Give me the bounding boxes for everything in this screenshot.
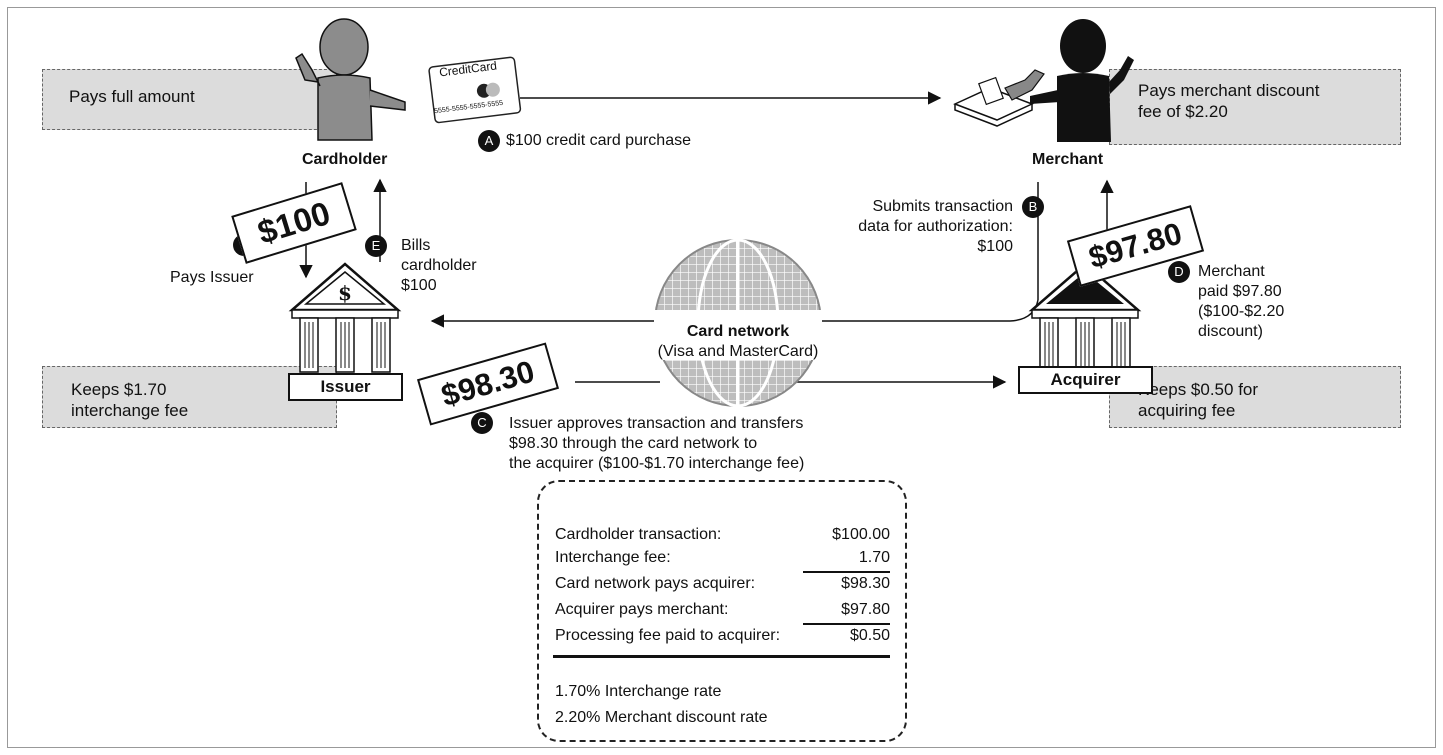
acquirer-label-box: Acquirer xyxy=(1018,366,1153,394)
merchant-fee-line2: fee of $2.20 xyxy=(1138,102,1228,121)
step-c-line2: $98.30 through the card network to xyxy=(509,435,758,452)
step-b-line1: Submits transaction xyxy=(872,198,1013,215)
summary-row-value: $100.00 xyxy=(832,526,890,543)
summary-rate-text: 2.20% Merchant discount rate xyxy=(555,709,768,726)
acquirer-bank-icon xyxy=(1028,262,1142,373)
diagram-frame xyxy=(7,7,1436,748)
summary-row-value: 1.70 xyxy=(858,549,890,566)
cardholder-pays-box: Pays full amount xyxy=(42,69,337,130)
summary-row: Interchange fee: 1.70 xyxy=(555,547,890,569)
step-c-line3: the acquirer ($100-$1.70 interchange fee… xyxy=(509,455,805,472)
step-e-badge: E xyxy=(365,235,387,257)
card-reader-icon xyxy=(953,69,1045,127)
step-d-text: Merchant paid $97.80 ($100-$2.20 discoun… xyxy=(1198,262,1284,342)
step-c-line1: Issuer approves transaction and transfer… xyxy=(509,415,804,432)
summary-row-label: Card network pays acquirer: xyxy=(555,575,756,592)
summary-row-label: Interchange fee: xyxy=(555,549,671,566)
acquirer-keeps-line1: Keeps $0.50 for xyxy=(1138,380,1259,399)
summary-rate-text: 1.70% Interchange rate xyxy=(555,683,722,700)
cardholder-pays-text: Pays full amount xyxy=(69,87,195,106)
issuer-bank-icon: $ xyxy=(288,262,402,373)
step-d-line4: discount) xyxy=(1198,323,1263,340)
step-d-line1: Merchant xyxy=(1198,263,1265,280)
summary-row: Processing fee paid to acquirer: $0.50 xyxy=(555,625,890,647)
summary-row-label: Processing fee paid to acquirer: xyxy=(555,627,781,644)
summary-row: Card network pays acquirer: $98.30 xyxy=(555,573,890,595)
acquirer-keeps-box: Keeps $0.50 for acquiring fee xyxy=(1109,366,1401,428)
globe-icon xyxy=(654,238,822,408)
step-b-line2: data for authorization: xyxy=(858,218,1013,235)
summary-row-value: $0.50 xyxy=(849,627,890,644)
merchant-fee-box: Pays merchant discount fee of $2.20 xyxy=(1109,69,1401,145)
summary-row-label: Acquirer pays merchant: xyxy=(555,601,729,618)
step-e-line3: $100 xyxy=(401,277,437,294)
step-c-badge: C xyxy=(471,412,493,434)
summary-row-value: $98.30 xyxy=(841,575,890,592)
merchant-fee-line1: Pays merchant discount xyxy=(1138,81,1320,100)
summary-rate-interchange: 1.70% Interchange rate xyxy=(555,681,890,703)
step-a-badge: A xyxy=(478,130,500,152)
issuer-keeps-box: Keeps $1.70 interchange fee xyxy=(42,366,337,428)
summary-divider xyxy=(553,655,890,658)
step-a-text: $100 credit card purchase xyxy=(506,132,691,149)
step-e-text: Bills cardholder $100 xyxy=(401,236,477,296)
step-f-text: Pays Issuer xyxy=(170,269,254,286)
step-b-text: Submits transaction data for authorizati… xyxy=(800,197,1013,257)
acquirer-label: Acquirer xyxy=(1050,370,1121,389)
issuer-label-box: Issuer xyxy=(288,373,403,401)
summary-subtotal-rule xyxy=(803,571,890,573)
acquirer-keeps-line2: acquiring fee xyxy=(1138,401,1236,420)
summary-row-value: $97.80 xyxy=(841,601,890,618)
summary-row: Cardholder transaction: $100.00 xyxy=(555,524,890,546)
issuer-keeps-line2: interchange fee xyxy=(71,401,189,420)
step-b-badge: B xyxy=(1022,196,1044,218)
step-d-badge: D xyxy=(1168,261,1190,283)
cardholder-figure-icon xyxy=(295,18,406,141)
network-subtitle: (Visa and MasterCard) xyxy=(657,343,819,360)
step-e-line2: cardholder xyxy=(401,257,477,274)
svg-text:$: $ xyxy=(338,281,352,305)
summary-row: Acquirer pays merchant: $97.80 xyxy=(555,599,890,621)
acquirer-to-network-line xyxy=(820,299,1039,322)
step-d-line3: ($100-$2.20 xyxy=(1198,303,1285,320)
step-d-line2: paid $97.80 xyxy=(1198,283,1282,300)
fee-summary-box: Cardholder transaction: $100.00 Intercha… xyxy=(537,480,907,742)
summary-subtotal-rule xyxy=(803,623,890,625)
network-title: Card network xyxy=(686,323,790,340)
step-c-text: Issuer approves transaction and transfer… xyxy=(509,414,804,474)
cardholder-label: Cardholder xyxy=(302,151,388,168)
step-b-line3: $100 xyxy=(977,238,1013,255)
credit-card-icon xyxy=(428,56,522,124)
merchant-label: Merchant xyxy=(1032,151,1104,168)
issuer-label: Issuer xyxy=(320,377,371,396)
merchant-figure-icon xyxy=(1030,19,1134,142)
summary-rate-discount: 2.20% Merchant discount rate xyxy=(555,707,890,729)
issuer-keeps-line1: Keeps $1.70 xyxy=(71,380,167,399)
summary-row-label: Cardholder transaction: xyxy=(555,526,722,543)
step-e-line1: Bills xyxy=(401,237,431,254)
network-label: Card network (Visa and MasterCard) xyxy=(640,322,836,362)
